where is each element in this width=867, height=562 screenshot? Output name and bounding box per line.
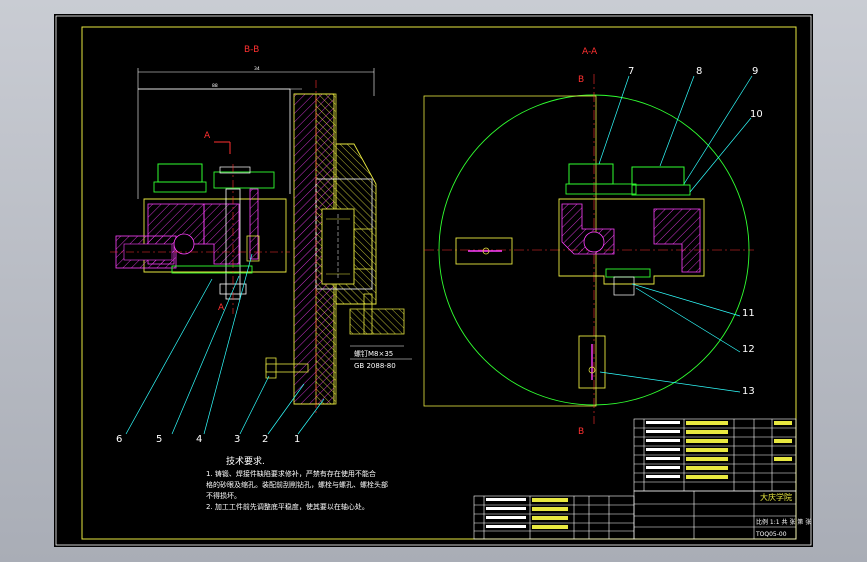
valve-assembly — [558, 198, 705, 285]
part-num-10: 10 — [750, 109, 763, 120]
part-num-11: 11 — [742, 308, 755, 319]
cad-drawing: B-B A-A 34 88 — [55, 15, 812, 546]
title-block — [473, 418, 797, 540]
cut-b-top: B — [578, 75, 584, 85]
bom-text-fill — [486, 421, 792, 529]
inner-frame — [81, 26, 797, 540]
part-num-6: 6 — [116, 434, 122, 445]
tech-line-4: 2. 加工工件前先调整底平稳度，使其要以在轴心处。 — [206, 502, 369, 511]
drawing-number: TOQ05-00 — [755, 531, 787, 538]
part-num-9: 9 — [752, 66, 758, 77]
foot-bracket — [349, 308, 405, 335]
tech-line-3: 不得损坏。 — [206, 491, 241, 500]
part-num-3: 3 — [234, 434, 240, 445]
part-num-13: 13 — [742, 386, 755, 397]
slot-block-left — [455, 237, 513, 265]
part-num-5: 5 — [156, 434, 162, 445]
cap-left — [157, 163, 203, 183]
cap-a — [568, 163, 614, 185]
bolt-label: 螺钉M8×35 — [354, 349, 393, 358]
part-num-1: 1 — [294, 434, 300, 445]
tech-line-2: 格的砂眼及缩孔。装配前刮削钻孔，螺栓与螺孔、螺栓头部 — [206, 480, 388, 489]
cut-a-top: A — [204, 131, 211, 141]
slot-block-bottom — [578, 335, 606, 389]
section-label-aa: A-A — [582, 47, 598, 57]
part-num-2: 2 — [262, 434, 268, 445]
bolt-standard: GB 2088-80 — [354, 362, 396, 370]
cap-b — [631, 166, 685, 186]
right-leaders — [598, 75, 753, 393]
dim-inner: 88 — [212, 83, 218, 89]
part-num-8: 8 — [696, 66, 702, 77]
outer-frame — [55, 15, 812, 546]
left-leaders — [125, 253, 325, 435]
scale-row: 比例 1:1 共 张 第 张 — [756, 518, 811, 526]
school-name: 大庆学院 — [760, 492, 792, 502]
dim-overall: 34 — [254, 66, 260, 72]
section-label-bb: B-B — [244, 45, 259, 55]
cap-right — [213, 171, 275, 189]
part-num-4: 4 — [196, 434, 202, 445]
cut-b-bottom: B — [578, 427, 584, 437]
part-num-7: 7 — [628, 66, 634, 77]
left-part-numbers: 6 5 4 3 2 1 — [116, 434, 300, 445]
part-num-12: 12 — [742, 344, 755, 355]
tech-line-1: 1. 铸锻、焊接件缺陷要求修补，严禁有存在使用不能合 — [206, 469, 376, 478]
right-part-numbers: 7 8 9 10 11 12 13 — [628, 66, 763, 397]
cut-a-bottom: A — [218, 303, 225, 313]
tech-title: 技术要求. — [226, 455, 265, 467]
drawing-sheet: B-B A-A 34 88 — [54, 14, 813, 547]
